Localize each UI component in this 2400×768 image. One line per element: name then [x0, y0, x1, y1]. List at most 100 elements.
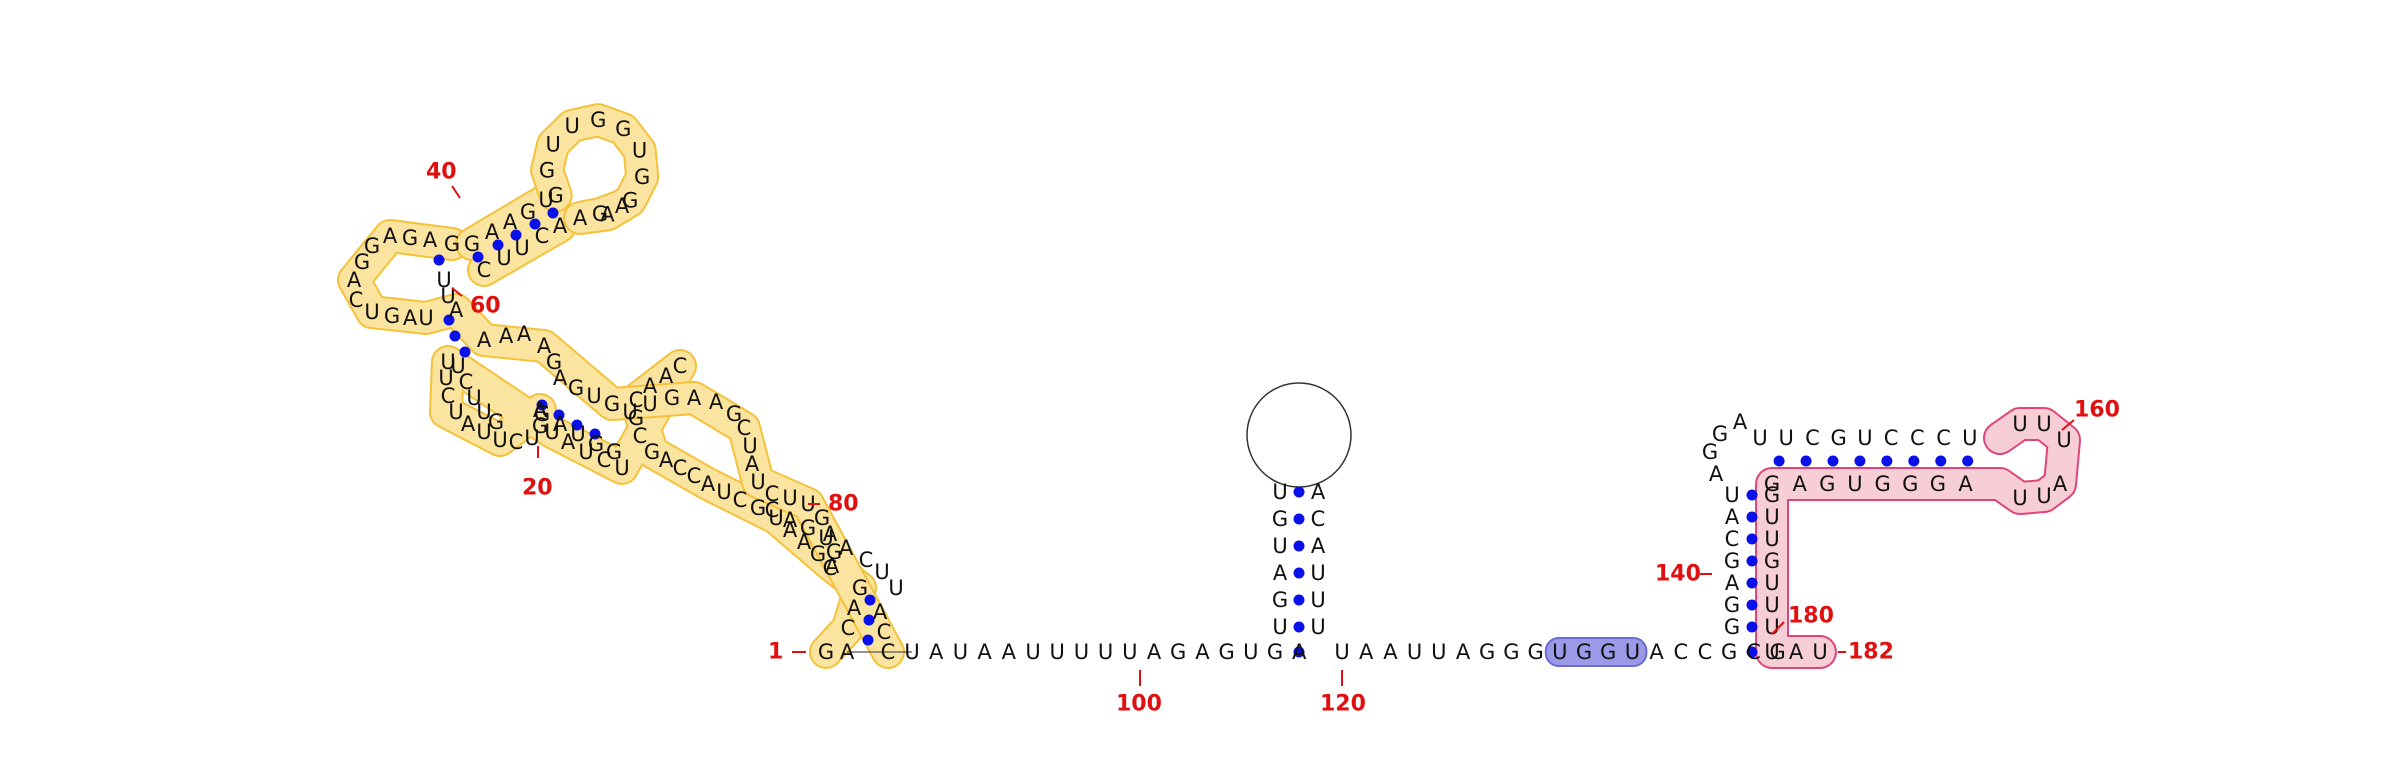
right-vertical-right-nucleotide: U — [1764, 505, 1779, 529]
right-vertical-left-nucleotide: A — [1725, 505, 1740, 529]
after-middle-nucleotide: U — [1334, 640, 1349, 664]
base-pair-dot — [529, 218, 541, 230]
base-pair-dot — [589, 428, 601, 440]
hairpin-stem-3p-nucleotide: U — [514, 236, 529, 260]
index-label-120: 120 — [1320, 692, 1366, 717]
base-pair-dot — [1746, 533, 1758, 545]
after-middle-nucleotide: G — [1503, 640, 1519, 664]
middle-stem-left-nucleotide: U — [1272, 480, 1287, 504]
hairpin-loop-nucleotide: A — [600, 202, 615, 226]
loop-upper-nucleotide: A — [423, 228, 438, 252]
right-bottom-nucleotide: U — [1812, 640, 1827, 664]
base-pair-dot — [863, 614, 875, 626]
stem1-3p-nucleotide: A — [873, 600, 888, 624]
base-pair-dot — [1746, 646, 1758, 658]
right-vertical-left-nucleotide: C — [1725, 527, 1740, 551]
loop-left-nucleotide: G — [532, 414, 548, 438]
right-loop-nucleotide: U — [2012, 486, 2027, 510]
interior-5p-nucleotide: G — [810, 542, 826, 566]
hairpin-stem-3p-nucleotide: U — [496, 246, 511, 270]
index-label-1: 1 — [768, 640, 783, 665]
hairpin-loop-nucleotide: U — [632, 138, 647, 162]
linker-nucleotide: U — [1074, 640, 1089, 664]
stem-3p-strand-nucleotide: A — [553, 366, 568, 390]
loop-upper-nucleotide: G — [444, 232, 460, 256]
after-middle-nucleotide: A — [1359, 640, 1374, 664]
left-stem-3p-nucleotide: G — [588, 432, 604, 456]
base-pair-dot — [1293, 540, 1305, 552]
interior-5p-nucleotide: A — [643, 374, 658, 398]
stem-3p-strand-nucleotide: A — [537, 334, 552, 358]
stem1-3p-nucleotide: C — [881, 640, 896, 664]
linker-nucleotide: U — [1098, 640, 1113, 664]
tail-3p-nucleotide: U — [642, 392, 657, 416]
base-pair-dot — [1746, 511, 1758, 523]
interior-5p-nucleotide: G — [750, 496, 766, 520]
right-loop-nucleotide: A — [2053, 472, 2068, 496]
right-vertical-right-nucleotide: U — [1764, 571, 1779, 595]
stem2-3p-nucleotide: U — [440, 284, 455, 308]
base-pair-dot — [1293, 621, 1305, 633]
linker-nucleotide: U — [1243, 640, 1258, 664]
linker-nucleotide: U — [904, 640, 919, 664]
linker-nucleotide: G — [1267, 640, 1283, 664]
index-label-182: 182 — [1848, 640, 1894, 665]
right-vertical-right-nucleotide: U — [1764, 615, 1779, 639]
loop-upper-nucleotide: C — [349, 288, 364, 312]
after-middle-nucleotide: A — [1383, 640, 1398, 664]
loop-upper-nucleotide: U — [364, 300, 379, 324]
base-pair-dot — [536, 399, 548, 411]
stem1-5p-nucleotide: A — [847, 596, 862, 620]
index-label-180: 180 — [1788, 604, 1834, 629]
right-top-row-nucleotide: U — [1752, 426, 1767, 450]
hairpin-stem-3p-nucleotide: C — [535, 224, 550, 248]
linker-nucleotide: U — [1122, 640, 1137, 664]
base-pair-dot — [1962, 455, 1974, 467]
right-vertical-left-nucleotide: U — [1724, 483, 1739, 507]
tail-3p-nucleotide: A — [687, 386, 702, 410]
highlight-band — [339, 221, 903, 667]
tail-3p-nucleotide: G — [664, 386, 680, 410]
tail-3p-nucleotide: C — [765, 482, 780, 506]
right-inner-row-nucleotide: G — [1930, 472, 1946, 496]
after-blue-nucleotide: C — [1746, 640, 1761, 664]
blue-region-nucleotide: G — [1576, 640, 1592, 664]
index-tick — [451, 287, 463, 297]
loop-upper-nucleotide: A — [347, 268, 362, 292]
middle-stem-right-nucleotide: U — [1310, 561, 1325, 585]
linker-nucleotide: U — [953, 640, 968, 664]
linker-nucleotide: A — [1292, 640, 1307, 664]
interior-3p-nucleotide: A — [839, 536, 854, 560]
tail-3p-nucleotide: A — [823, 522, 838, 546]
interior-5p-nucleotide: C — [733, 488, 748, 512]
blue-highlight — [1544, 637, 1648, 667]
loop-upper-nucleotide: G — [354, 250, 370, 274]
base-pair-dot — [1854, 455, 1866, 467]
loop-left-nucleotide: U — [448, 400, 463, 424]
loop-left-nucleotide: U — [438, 366, 453, 390]
hairpin-loop-tail-nucleotide: A — [615, 194, 630, 218]
interior-5p-nucleotide: C — [629, 388, 644, 412]
middle-stem-right-nucleotide: U — [1310, 588, 1325, 612]
left-stem-3p-nucleotide: U — [570, 422, 585, 446]
interior-3p-nucleotide: A — [783, 508, 798, 532]
index-label-140: 140 — [1655, 562, 1701, 587]
right-inner-row-nucleotide: G — [1874, 472, 1890, 496]
loop-left-nucleotide: A — [461, 412, 476, 436]
hairpin-loop-nucleotide: G — [548, 184, 564, 208]
right-upper-left-nucleotide: A — [1733, 410, 1748, 434]
left-stem-5p-nucleotide: U — [614, 456, 629, 480]
after-middle-nucleotide: U — [1407, 640, 1422, 664]
loop-lower-nucleotide: U — [476, 400, 491, 424]
index-tick — [1771, 621, 1785, 635]
hairpin-stem-5p-nucleotide: U — [538, 188, 553, 212]
highlight-band — [1757, 409, 2079, 667]
interior-5p-nucleotide: C — [673, 354, 688, 378]
bottom-strand-nucleotide: A — [840, 640, 855, 664]
tail-3p-nucleotide: G — [814, 506, 830, 530]
tail-3p-nucleotide: G — [726, 402, 742, 426]
base-pair-dot — [1746, 621, 1758, 633]
middle-stem-right-nucleotide: C — [1311, 507, 1326, 531]
linker-nucleotide: A — [929, 640, 944, 664]
